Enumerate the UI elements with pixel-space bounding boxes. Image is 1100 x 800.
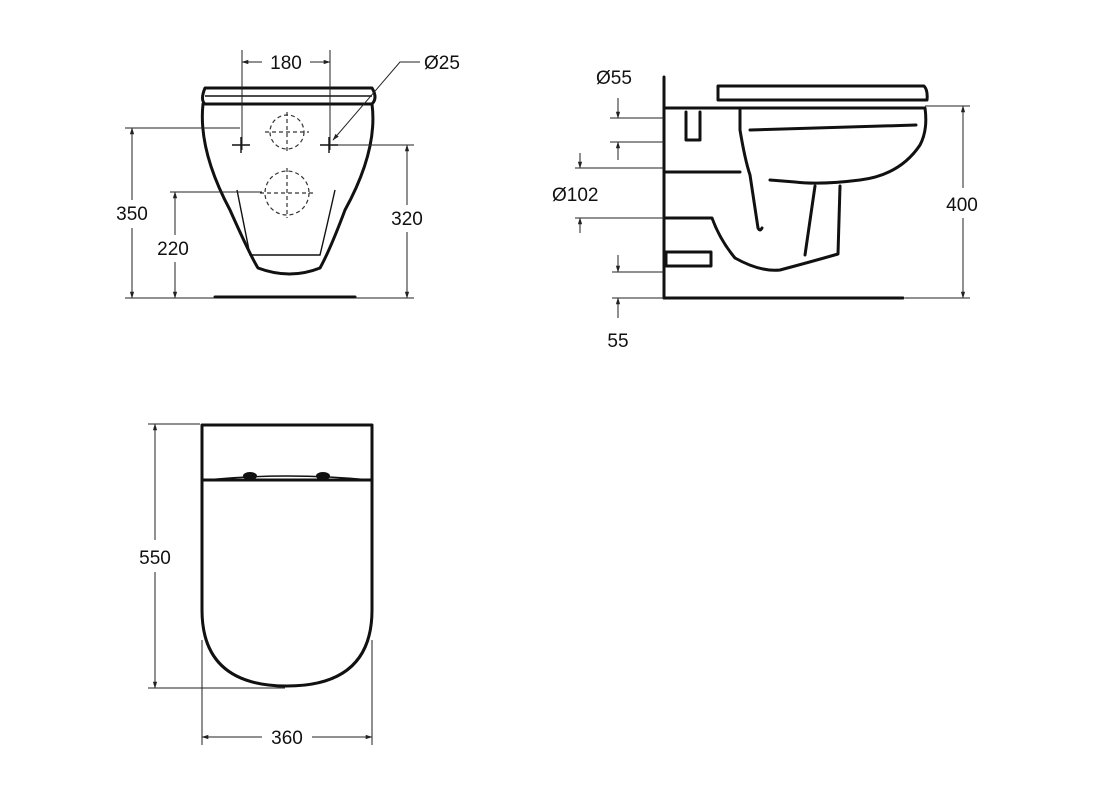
- top-view: 550 360: [139, 423, 374, 749]
- dim-350: 350: [116, 204, 148, 225]
- dim-180: 180: [270, 53, 302, 74]
- dim-inlet-diameter: Ø55: [596, 68, 632, 89]
- side-view: Ø55 Ø102 55 400: [552, 68, 978, 352]
- bowl-outline: [200, 102, 375, 276]
- dim-outlet-diameter: Ø102: [552, 185, 598, 206]
- front-view: 180 Ø25 350 220 320: [116, 50, 460, 299]
- seat: [716, 84, 929, 102]
- dim-55-bottom: 55: [607, 331, 628, 352]
- dim-bolt-diameter: Ø25: [424, 53, 460, 74]
- seat-outline: [200, 478, 374, 688]
- bottom-fixing: [664, 250, 713, 268]
- bowl-side: [662, 106, 928, 232]
- cistern-top: [200, 423, 374, 482]
- dim-320: 320: [391, 209, 423, 230]
- dim-220: 220: [157, 239, 189, 260]
- dim-360: 360: [271, 728, 303, 749]
- dim-550: 550: [139, 548, 171, 569]
- dim-400: 400: [946, 195, 978, 216]
